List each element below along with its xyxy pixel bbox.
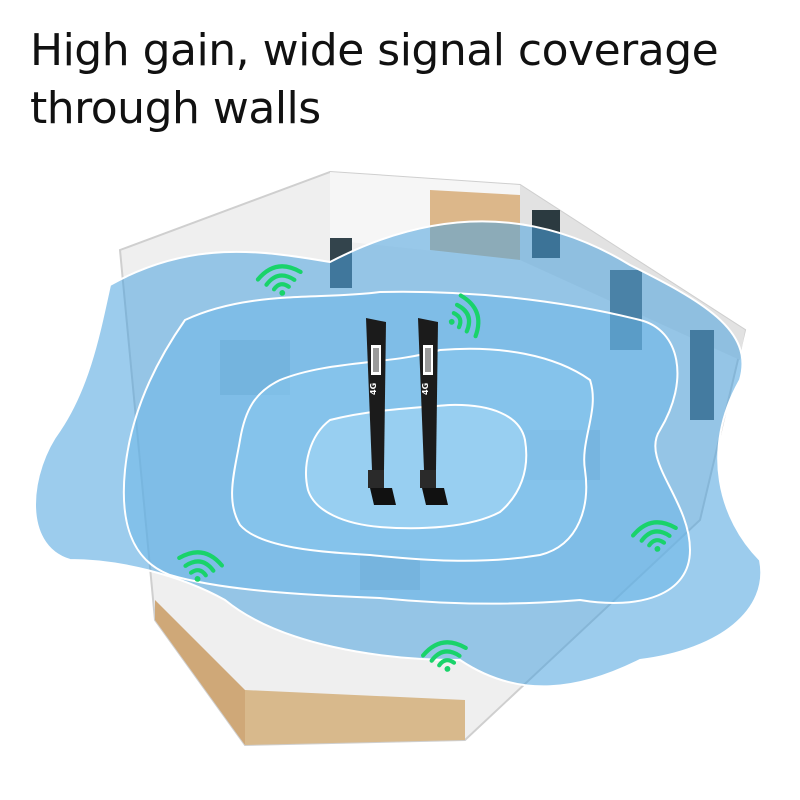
signal-coverage-waves: [34, 220, 763, 688]
antenna-left: 4G: [366, 318, 396, 505]
headline-line-1: High gain, wide signal coverage: [30, 25, 719, 76]
antenna-right: 4G: [418, 318, 448, 505]
headline-line-2: through walls: [30, 83, 321, 134]
antenna-right-label: 4G: [421, 383, 430, 395]
antenna-left-label: 4G: [369, 383, 378, 395]
headline: High gain, wide signal coverage through …: [30, 22, 790, 138]
